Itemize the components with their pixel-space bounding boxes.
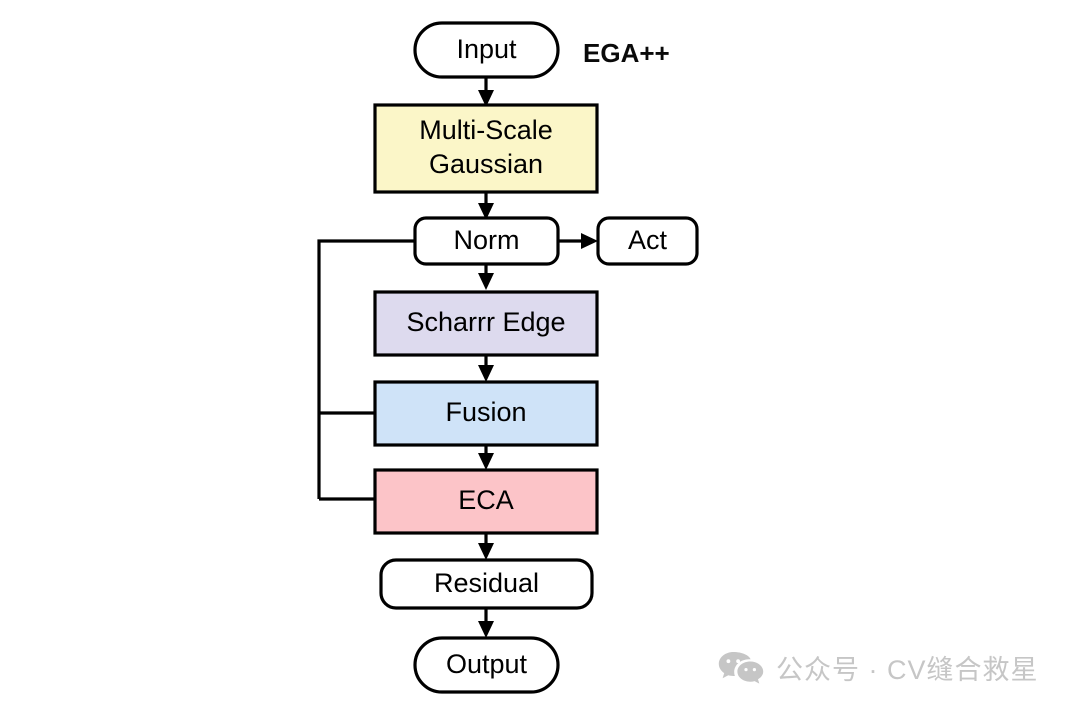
node-eca[interactable]: ECA — [373, 468, 599, 535]
node-input-label: Input — [456, 34, 517, 64]
node-output[interactable]: Output — [413, 636, 560, 694]
node-act-label: Act — [628, 225, 668, 255]
node-scharr-edge-label: Scharrr Edge — [406, 307, 565, 337]
node-output-label: Output — [446, 649, 528, 679]
node-act[interactable]: Act — [596, 216, 699, 266]
edge-norm-to-act — [558, 233, 598, 249]
node-gaussian-label-line1: Multi-Scale — [419, 115, 553, 145]
edge-norm-to-scharr — [478, 264, 494, 290]
node-eca-label: ECA — [458, 485, 514, 515]
node-fusion-label: Fusion — [445, 397, 526, 427]
node-norm-label: Norm — [454, 225, 520, 255]
node-residual-label: Residual — [434, 568, 539, 598]
node-multi-scale-gaussian[interactable]: Multi-Scale Gaussian — [373, 103, 599, 194]
wechat-logo-icon — [718, 651, 764, 684]
node-fusion[interactable]: Fusion — [373, 380, 599, 447]
node-scharr-edge[interactable]: Scharrr Edge — [373, 290, 599, 357]
edge-norm-skip-connections — [317, 239, 415, 501]
edge-fusion-to-eca — [478, 445, 494, 470]
node-residual[interactable]: Residual — [379, 558, 594, 610]
watermark-text: 公众号 · CV缝合救星 — [776, 655, 1039, 685]
edge-input-to-gaussian — [478, 77, 494, 107]
edge-gaussian-to-norm — [478, 192, 494, 220]
edge-scharr-to-fusion — [478, 355, 494, 382]
edge-eca-to-residual — [478, 533, 494, 560]
watermark: 公众号 · CV缝合救星 — [718, 648, 1039, 687]
diagram-title: EGA++ — [583, 38, 670, 68]
node-gaussian-label-line2: Gaussian — [429, 149, 543, 179]
node-norm[interactable]: Norm — [413, 216, 560, 266]
node-input[interactable]: Input — [413, 21, 560, 79]
edge-residual-to-output — [478, 608, 494, 638]
